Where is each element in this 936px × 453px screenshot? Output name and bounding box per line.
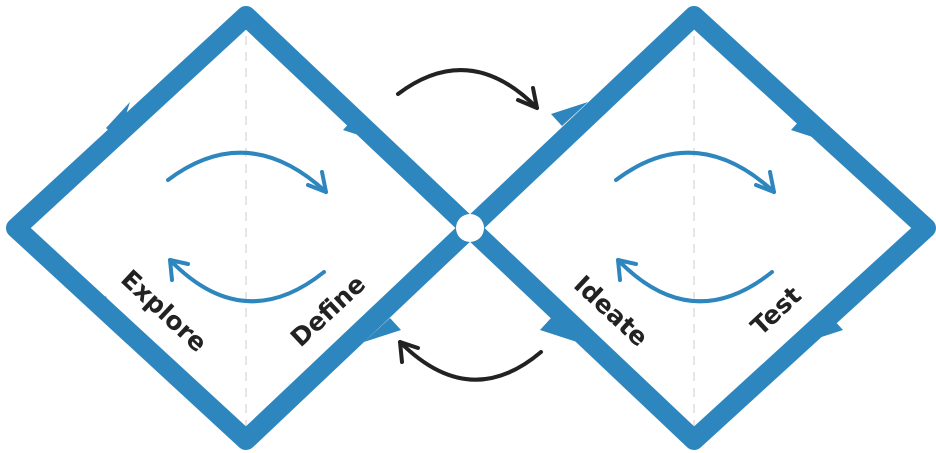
arrowhead-left-upper-right xyxy=(343,118,380,142)
left-cycle-arrow-bottom xyxy=(168,258,326,304)
left-cycle-arrow-top xyxy=(166,150,328,194)
transition-arrow-back xyxy=(398,340,543,382)
arrowhead-right-lower-left xyxy=(540,318,577,342)
arrowhead-left-upper-left xyxy=(106,102,130,139)
right-cycle-arrow-top xyxy=(614,150,776,194)
right-cycle-arrow-bottom xyxy=(616,258,774,304)
edge-direction-arrows xyxy=(94,102,843,342)
transition-arrow-forward xyxy=(396,68,539,110)
left-diamond-outline xyxy=(6,6,480,450)
arrowhead-left-lower-right xyxy=(364,318,401,342)
right-diamond-outline xyxy=(460,6,936,450)
arrowhead-left-lower-left xyxy=(94,296,118,333)
diamond-junction xyxy=(456,214,484,242)
arrowhead-right-lower-right xyxy=(806,318,843,342)
arrowhead-right-upper-right xyxy=(791,118,828,142)
arrowhead-right-upper-left xyxy=(551,102,588,126)
